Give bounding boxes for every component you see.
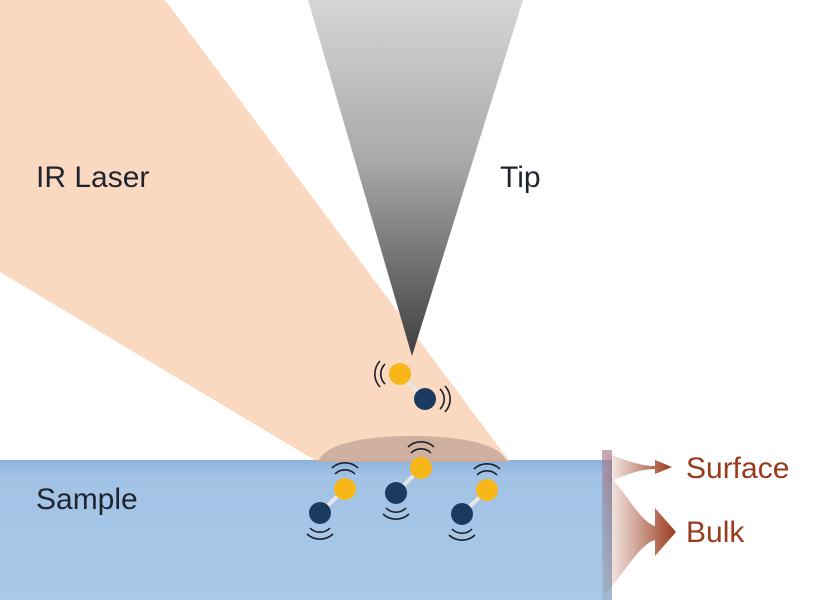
surface-label: Surface	[686, 452, 789, 485]
bulk-arrow	[604, 470, 676, 596]
atom-navy	[309, 502, 331, 524]
atom-yellow	[334, 478, 356, 500]
atom-navy	[414, 388, 436, 410]
atom-navy	[451, 503, 473, 525]
sample-block	[0, 460, 612, 600]
laser-label: IR Laser	[36, 161, 149, 194]
atom-navy	[385, 482, 407, 504]
vibration-marks-icon	[382, 441, 435, 520]
sample-label: Sample	[36, 483, 138, 516]
vibration-marks-icon	[306, 462, 359, 540]
atom-yellow	[476, 479, 498, 501]
tip-label: Tip	[500, 161, 541, 194]
bulk-label: Bulk	[686, 516, 745, 549]
atom-yellow	[410, 457, 432, 479]
surface-arrow	[604, 452, 672, 484]
afm-tip	[308, 0, 523, 356]
tip-molecule	[374, 360, 451, 413]
vibration-marks-icon	[374, 360, 451, 413]
sample-molecule-1	[306, 462, 359, 540]
sample-molecule-3	[448, 463, 501, 541]
sample-molecule-2	[382, 441, 435, 520]
vibration-marks-icon	[448, 463, 501, 541]
ir-laser-beam	[0, 0, 510, 462]
atom-yellow	[389, 363, 411, 385]
